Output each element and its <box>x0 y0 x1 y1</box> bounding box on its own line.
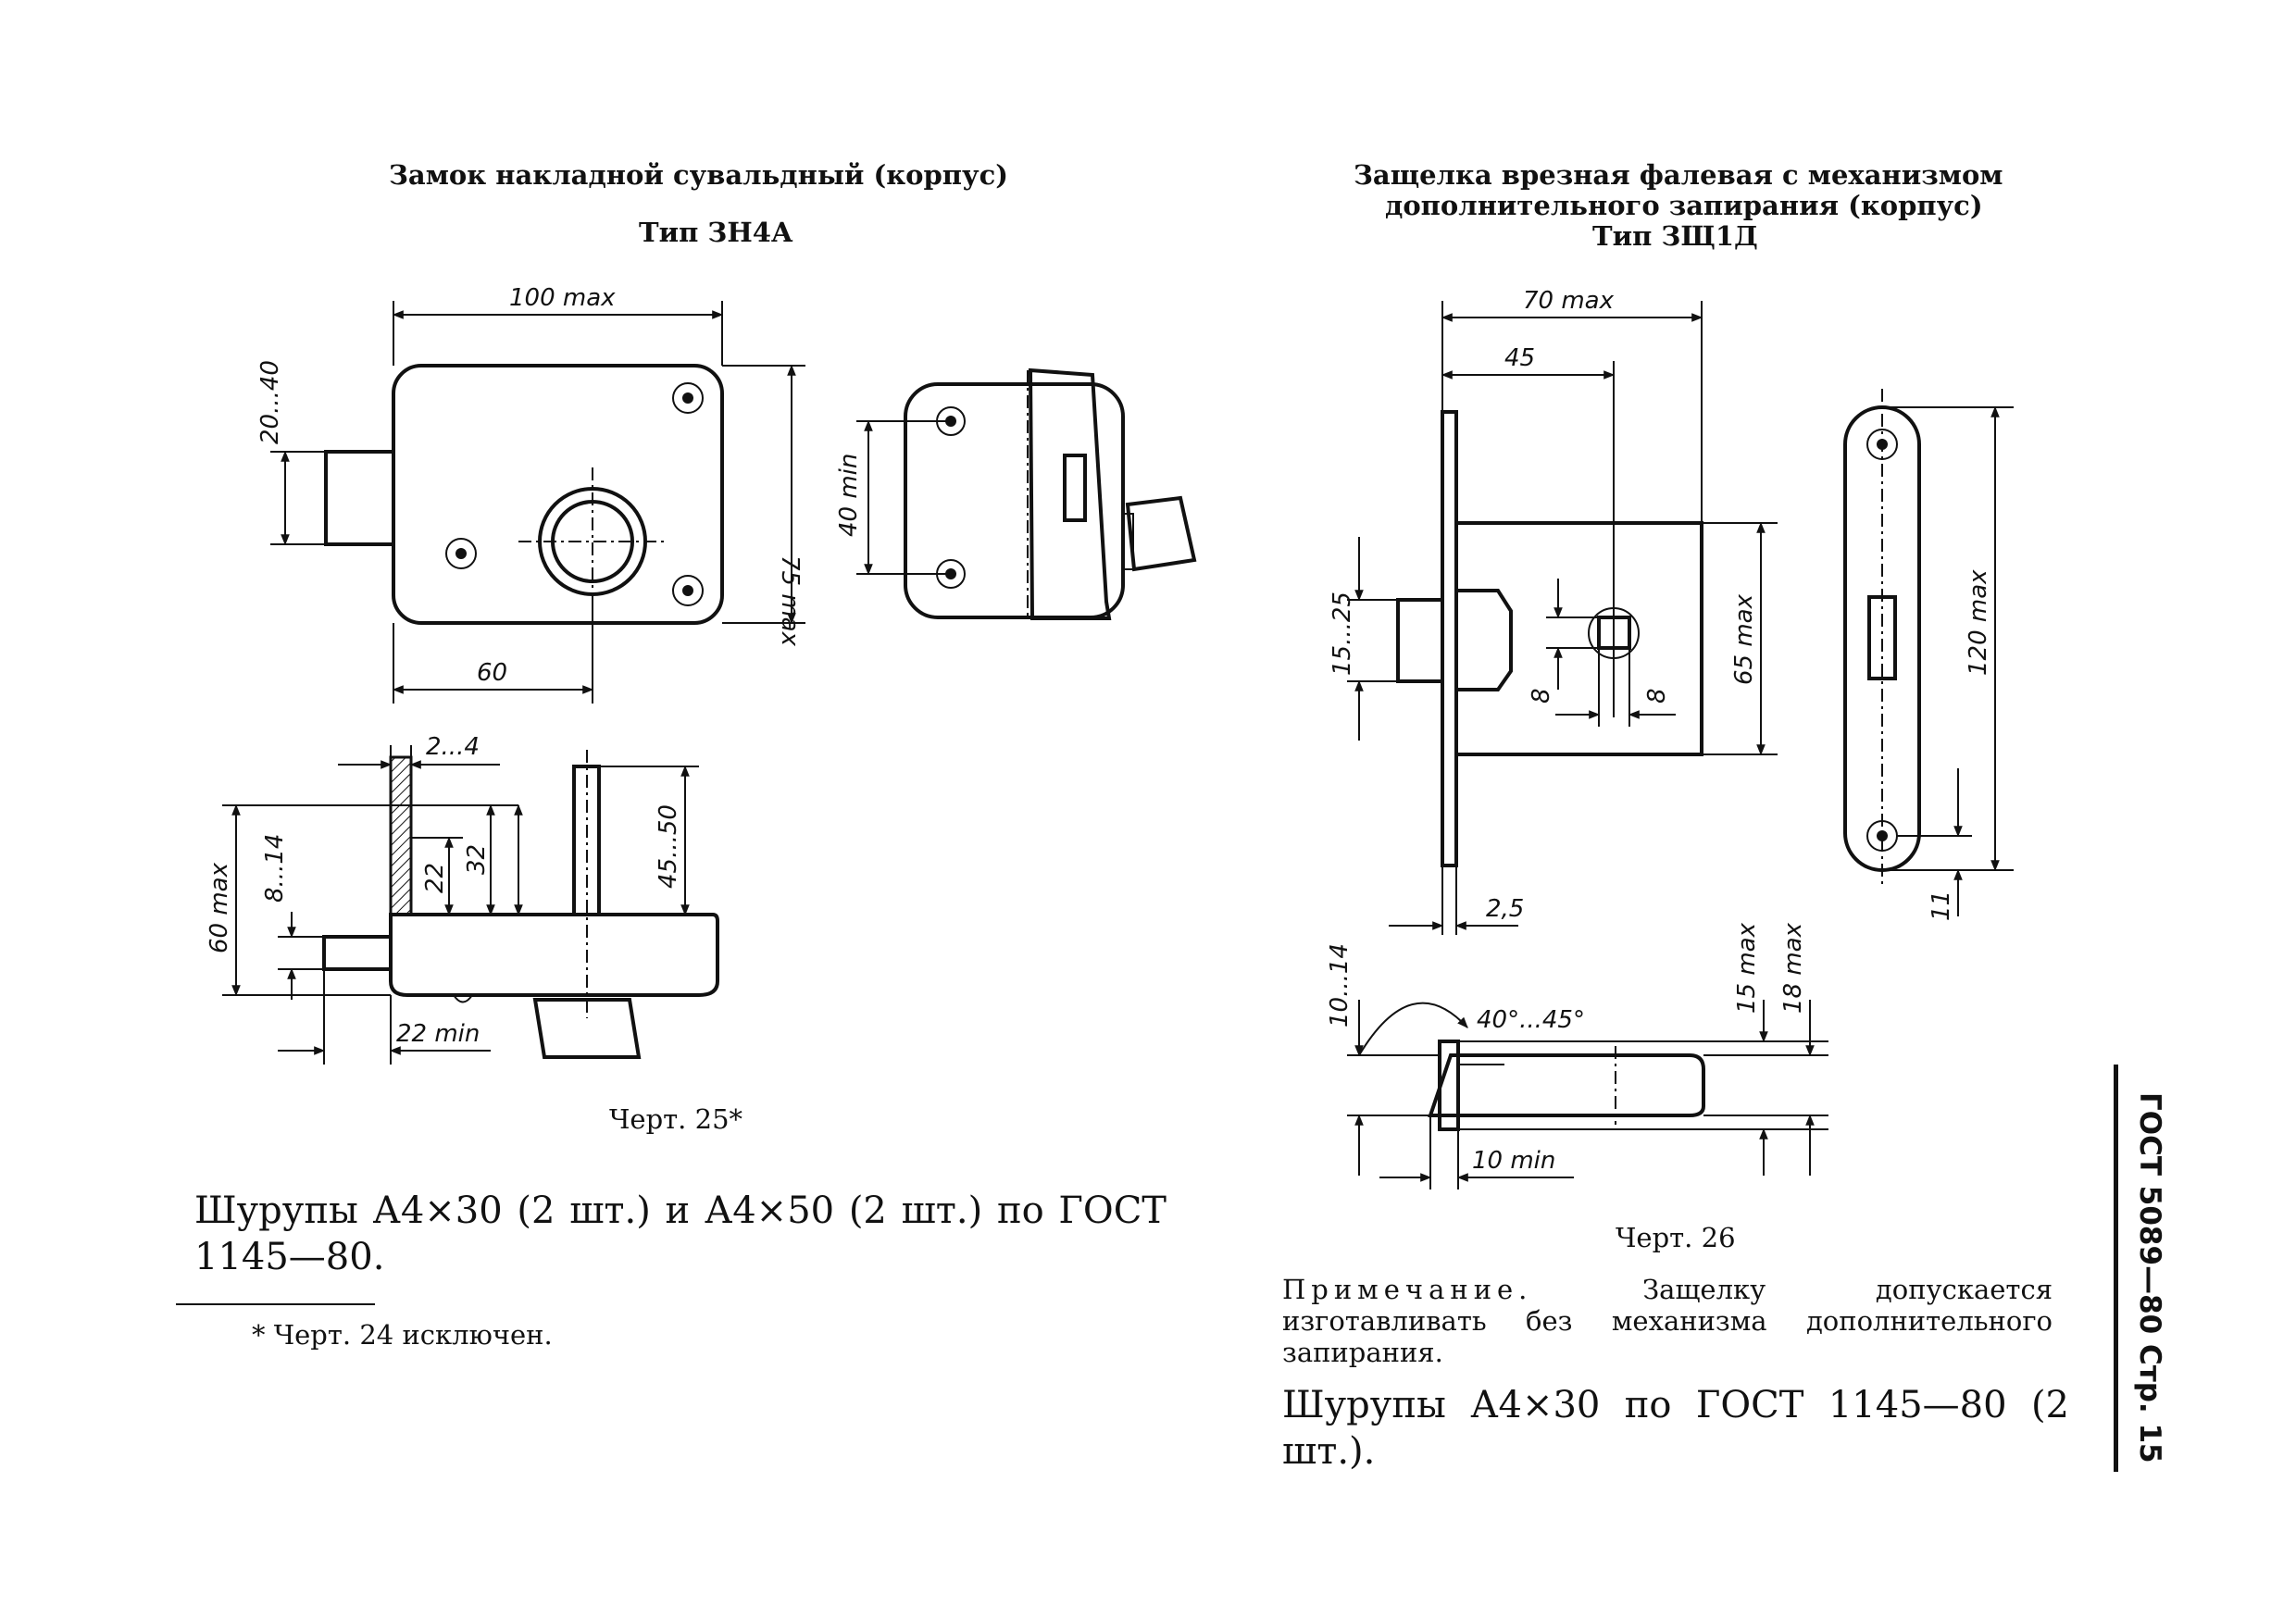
dim-22min: 22 min <box>396 1020 480 1048</box>
dim-40min: 40 min <box>835 454 863 537</box>
footnote: * Черт. 24 исключен. <box>252 1319 553 1351</box>
caption-chert-25: Черт. 25* <box>609 1103 743 1135</box>
dim-10min: 10 min <box>1472 1147 1555 1175</box>
latch-front-view <box>1396 410 1703 867</box>
margin-rule <box>2114 1065 2118 1472</box>
right-screws-text: Шурупы А4⨯30 по ГОСТ 1145—80 (2 шт.). <box>1282 1384 2069 1473</box>
dim-75max: 75 max <box>776 555 804 647</box>
left-title: Замок накладной сувальдный (корпус) <box>389 159 1008 191</box>
left-screws-text: Шурупы А4⨯30 (2 шт.) и А4⨯50 (2 шт.) по … <box>194 1189 1167 1278</box>
lock-bottom-dimensions <box>222 745 699 1065</box>
dim-70max: 70 max <box>1523 287 1615 315</box>
dim-65max: 65 max <box>1730 593 1758 685</box>
dim-11: 11 <box>1928 890 1955 921</box>
dim-60: 60 <box>477 659 507 687</box>
latch-face-plate <box>1843 389 2014 916</box>
dim-120max: 120 max <box>1965 569 1992 676</box>
right-title-line2: дополнительного запирания (корпус) <box>1385 190 1983 221</box>
dim-15max: 15 max <box>1733 922 1761 1014</box>
dim-32: 32 <box>463 844 491 875</box>
dim-100max: 100 max <box>509 284 616 312</box>
dim-60max: 60 max <box>206 862 233 953</box>
dim-10-14: 10...14 <box>1326 943 1354 1027</box>
dim-18max: 18 max <box>1779 922 1807 1014</box>
dim-2-5: 2,5 <box>1486 895 1524 923</box>
right-type: Тип ЗЩ1Д <box>1592 220 1758 252</box>
caption-chert-26: Черт. 26 <box>1616 1222 1736 1253</box>
lock-front-view <box>324 364 724 629</box>
dim-45: 45 <box>1504 344 1535 372</box>
dim-2-4: 2...4 <box>426 733 480 761</box>
lock-bottom-view <box>322 750 719 1059</box>
note-text: Защелку допускается изготавливать без ме… <box>1282 1274 2053 1368</box>
footnote-rule <box>176 1303 375 1305</box>
latch-bolt-view <box>1347 1000 1828 1189</box>
page-reference: ГОСТ 5089—80 Стр. 15 <box>2133 1092 2166 1463</box>
lock-side-view <box>856 367 1197 620</box>
dim-15-25: 15...25 <box>1329 592 1356 676</box>
dim-8-14: 8...14 <box>261 834 289 903</box>
dim-8a: 8 <box>1528 688 1555 704</box>
dim-8b: 8 <box>1643 688 1671 704</box>
note-label: Примечание. <box>1282 1274 1533 1305</box>
lock-front-dimensions <box>270 301 805 704</box>
dim-20-40: 20...40 <box>256 360 284 444</box>
right-title-line1: Защелка врезная фалевая с механизмом <box>1354 159 2003 191</box>
dim-angle: 40°...45° <box>1477 1006 1585 1034</box>
note-paragraph: Примечание. Защелку допускается изготавл… <box>1282 1274 2053 1368</box>
latch-front-dimensions <box>1347 301 1778 935</box>
dim-45-50: 45...50 <box>655 804 682 889</box>
left-type: Тип ЗН4А <box>639 217 793 248</box>
dim-22: 22 <box>421 863 449 893</box>
